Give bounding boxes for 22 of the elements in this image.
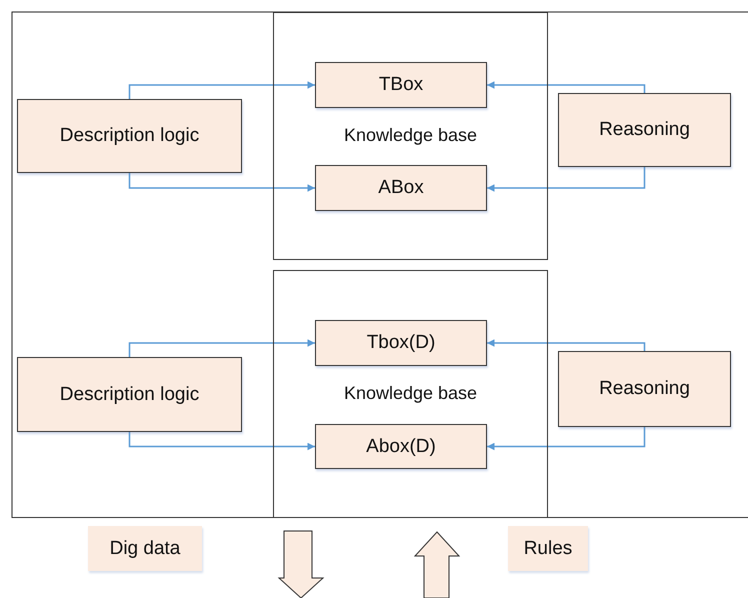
process-box: Reasoning — [558, 351, 731, 427]
arrow — [487, 81, 646, 93]
arrow — [128, 339, 315, 357]
arrow — [128, 173, 315, 192]
process-box: Tbox(D) — [315, 320, 487, 366]
panel-title: Knowledge base — [342, 383, 478, 404]
knowledge-base-panel — [273, 270, 548, 518]
process-box: ABox — [315, 165, 487, 211]
process-box: Description logic — [17, 357, 242, 432]
process-box: Description logic — [17, 99, 242, 173]
process-box: Abox(D) — [315, 424, 487, 469]
knowledge-base-panel — [273, 12, 548, 260]
arrow — [487, 167, 646, 192]
arrow — [487, 427, 646, 450]
arrow — [128, 81, 315, 99]
label-box: Rules — [508, 526, 588, 571]
panel-title: Knowledge base — [342, 125, 478, 146]
process-box: Reasoning — [558, 93, 731, 167]
arrow — [128, 432, 315, 450]
process-box: TBox — [315, 62, 487, 108]
arrow — [487, 339, 646, 351]
label-box: Dig data — [88, 526, 202, 571]
